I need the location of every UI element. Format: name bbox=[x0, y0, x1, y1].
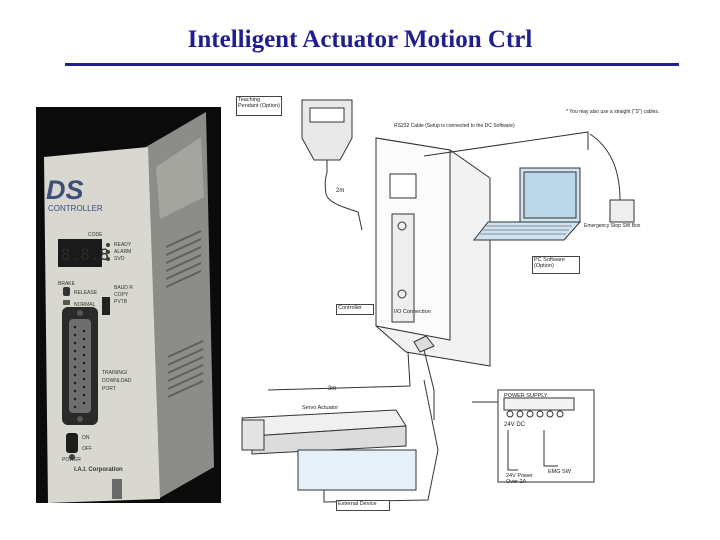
photo-logo: DS bbox=[46, 175, 84, 205]
cable-length-label: 2m bbox=[336, 188, 345, 194]
photo-logo-sub: CONTROLLER bbox=[48, 204, 103, 213]
photo-maker-label: I.A.I. Corporation bbox=[74, 467, 123, 473]
photo-baud-label-2: COPY bbox=[114, 292, 129, 298]
controller-photo-drawing: 8.8.8 bbox=[44, 112, 214, 503]
rs232-label: RS232 Cable (Setup is connected to the D… bbox=[394, 123, 515, 129]
photo-led-label-3: SVO bbox=[114, 256, 125, 262]
teaching-pendant-label-box: Teaching Pendant (Option) bbox=[236, 96, 282, 116]
photo-power-on: ON bbox=[82, 435, 90, 441]
io-connection-label: I/O Connection bbox=[394, 309, 431, 315]
external-device-label-box: External Device bbox=[336, 500, 390, 511]
external-device-label: External Device bbox=[338, 501, 377, 507]
power-supply-label: POWER SUPPLY bbox=[504, 393, 548, 399]
controller-label: Controller bbox=[338, 305, 362, 311]
photo-brake-normal: NORMAL bbox=[74, 302, 96, 308]
power-note-label: 24V Power Over 2A bbox=[506, 473, 533, 485]
cable-note: * You may also use a straight ("S") cabl… bbox=[566, 109, 660, 115]
photo-led-label-2: ALARM bbox=[114, 249, 132, 255]
wiring-diagram: Teaching Pendant (Option) * You may also… bbox=[228, 90, 680, 530]
pc-software-label: PC Software (Option) bbox=[534, 257, 565, 269]
photo-port-label: TRAINING/ DOWNLOAD PORT bbox=[102, 370, 132, 392]
photo-baud-label-3: PVTB bbox=[114, 299, 128, 305]
title-rule bbox=[65, 63, 679, 66]
pc-software-label-box: PC Software (Option) bbox=[532, 256, 580, 274]
photo-power-off: OFF bbox=[82, 446, 92, 452]
supply-voltage-label: 24V DC bbox=[504, 422, 526, 428]
controller-photo: 8.8.8 DS CONTROLLER CODE READY bbox=[36, 107, 221, 503]
emergency-box-label: Emergency Stop SW Box bbox=[584, 223, 641, 229]
photo-baud-label-1: BAUD R bbox=[114, 285, 133, 291]
controller-label-box: Controller bbox=[336, 304, 374, 315]
svg-text:8.8.8: 8.8.8 bbox=[61, 245, 109, 264]
emg-label: EMG SW bbox=[548, 469, 571, 475]
teaching-pendant-label: Teaching Pendant (Option) bbox=[238, 97, 280, 109]
actuator-cable-length-label: 3m bbox=[328, 386, 337, 392]
photo-code-label: CODE bbox=[88, 232, 103, 238]
photo-brake-label: BRAKE bbox=[58, 281, 75, 287]
slide-title: Intelligent Actuator Motion Ctrl bbox=[187, 26, 533, 53]
wiring-diagram-drawing bbox=[241, 99, 635, 503]
photo-led-label-1: READY bbox=[114, 242, 132, 248]
photo-power-label: POWER bbox=[62, 457, 81, 463]
servo-actuator-label: Servo Actuator bbox=[302, 405, 339, 411]
photo-brake-release: RELEASE bbox=[74, 290, 98, 296]
